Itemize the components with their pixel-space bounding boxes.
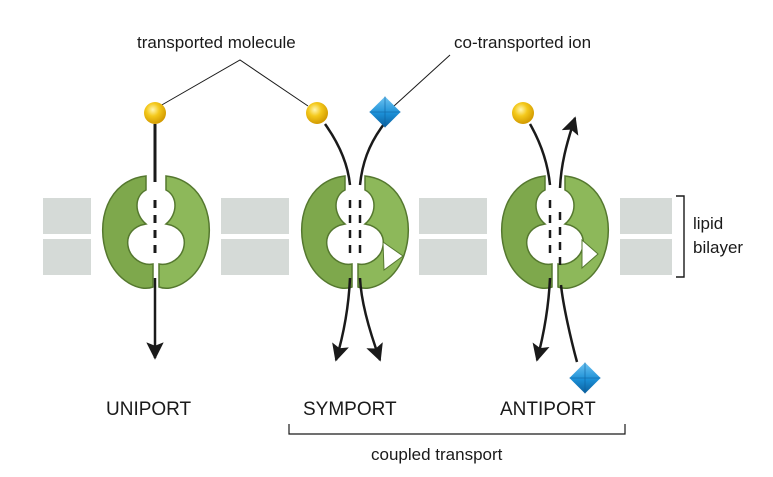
bilayer-bracket (676, 195, 685, 278)
antiport-molecule-path (528, 123, 552, 362)
uniport-protein (101, 175, 211, 289)
symport-ion-path (358, 123, 385, 362)
membrane-block (221, 198, 289, 234)
lipid-bilayer-label-line2: bilayer (693, 238, 744, 257)
uniport-label: UNIPORT (106, 399, 192, 420)
molecule-leader-line (159, 59, 309, 107)
symport-protein (300, 175, 410, 289)
transported-molecule-label: transported molecule (137, 33, 296, 52)
membrane-block (419, 239, 487, 275)
molecule-sphere-antiport (512, 102, 534, 124)
membrane-block (43, 198, 91, 234)
ion-leader-line (393, 54, 451, 107)
symport-molecule-path (323, 123, 352, 362)
antiport-ion-path (558, 116, 579, 363)
ion-shape-antiport (569, 362, 601, 394)
lipid-bilayer-label-line1: lipid (693, 214, 724, 233)
symport-label: SYMPORT (303, 399, 397, 420)
molecule-sphere-symport (306, 102, 328, 124)
coupled-transport-bracket (288, 424, 626, 435)
molecule-sphere-uniport (144, 102, 166, 124)
antiport-label: ANTIPORT (500, 399, 596, 420)
coupled-transport-label: coupled transport (371, 445, 503, 464)
membrane-block (221, 239, 289, 275)
co-transported-ion-label: co-transported ion (454, 33, 592, 52)
membrane-block (419, 198, 487, 234)
membrane-block (620, 198, 672, 234)
lipid-bilayer (43, 198, 672, 275)
membrane-block (620, 239, 672, 275)
ion-shape-symport (369, 96, 401, 128)
antiport-protein (500, 175, 610, 289)
membrane-block (43, 239, 91, 275)
